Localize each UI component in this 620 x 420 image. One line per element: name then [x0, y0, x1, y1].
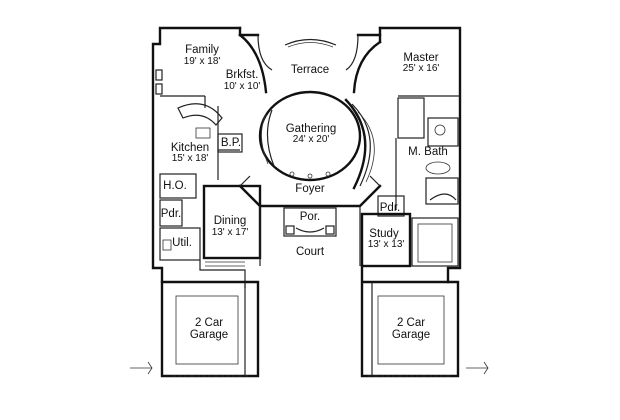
room-garage-right-label: Garage — [391, 329, 431, 341]
room-mbath-name: M. Bath — [408, 146, 448, 158]
room-family-dims: 19' x 18' — [183, 56, 221, 67]
foyer-porch-walls — [238, 175, 382, 266]
room-family-name: Family — [185, 44, 219, 56]
right-wing-walls — [356, 26, 462, 284]
room-dining-dims: 13' x 17' — [211, 227, 249, 238]
room-gathering-dims: 24' x 20' — [292, 134, 330, 145]
room-gathering-name: Gathering — [285, 123, 337, 135]
room-study-name: Study — [369, 228, 399, 240]
room-court-name: Court — [295, 246, 325, 258]
room-garage-right-name: 2 Car — [396, 317, 426, 329]
left-wing-walls — [151, 26, 262, 288]
terrace-walls — [238, 33, 382, 94]
room-pdr-left-name: Pdr. — [160, 208, 182, 220]
room-kitchen-name: Kitchen — [170, 142, 210, 154]
room-pdr-right-name: Pdr. — [379, 202, 401, 214]
room-master-dims: 25' x 16' — [402, 63, 440, 74]
right-garage-walls — [360, 264, 489, 378]
room-foyer-name: Foyer — [295, 183, 325, 195]
room-por-name: Por. — [299, 211, 321, 223]
room-garage-left-label: Garage — [189, 329, 229, 341]
room-bp-name: B.P. — [220, 137, 242, 149]
room-util-name: Util. — [172, 237, 192, 249]
room-ho-name: H.O. — [163, 180, 187, 192]
room-dining-name: Dining — [213, 215, 247, 227]
room-brkfst-dims: 10' x 10' — [223, 81, 261, 92]
room-study-dims: 13' x 13' — [367, 239, 405, 250]
room-terrace-name: Terrace — [290, 64, 330, 76]
room-garage-left-name: 2 Car — [194, 317, 224, 329]
room-kitchen-dims: 15' x 18' — [171, 153, 209, 164]
gathering-rotunda — [258, 90, 375, 190]
room-brkfst-name: Brkfst. — [225, 69, 259, 81]
left-garage-walls — [130, 280, 260, 378]
room-master-name: Master — [403, 52, 439, 64]
